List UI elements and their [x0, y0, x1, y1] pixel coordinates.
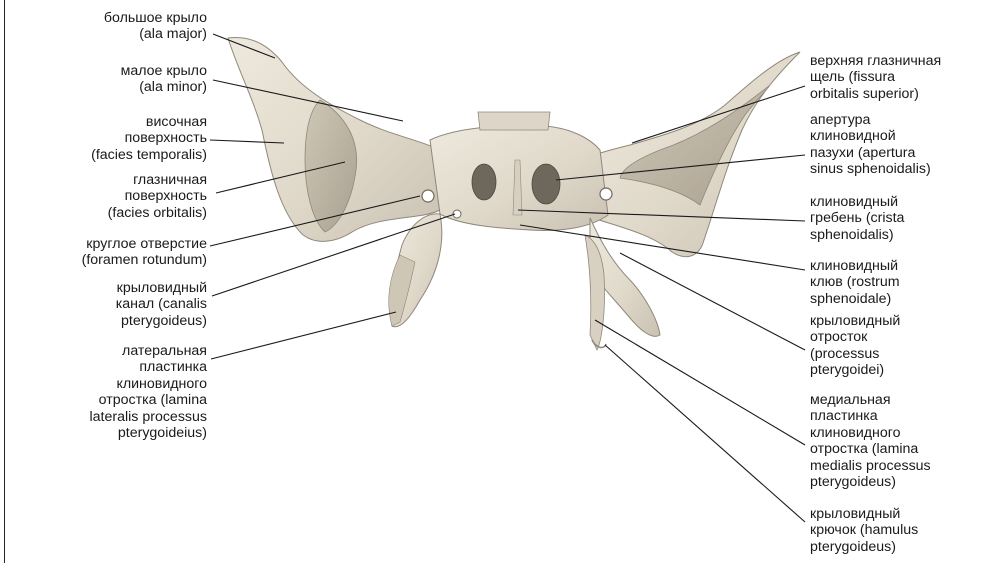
label-hamulus-pterygoideus: крыловидный крючок (hamulus pterygoideus…	[810, 506, 918, 555]
leader-lamina-medialis	[595, 320, 805, 445]
label-processus-pterygoidei: крыловидный отросток (processus pterygoi…	[810, 313, 900, 379]
label-facies-temporalis: височная поверхность (facies temporalis)	[91, 114, 207, 163]
label-lamina-lateralis: латеральная пластинка клиновидного отрос…	[90, 343, 208, 441]
label-crista-sphenoidalis: клиновидный гребень (crista sphenoidalis…	[810, 194, 904, 243]
label-foramen-rotundum: круглое отверстие (foramen rotundum)	[82, 236, 207, 269]
dorsum-sellae	[478, 112, 550, 130]
right-sinus-aperture	[532, 164, 560, 204]
right-foramen-rotundum	[600, 188, 612, 200]
label-canalis-pterygoideus: крыловидный канал (canalis pterygoideus)	[116, 280, 207, 329]
label-facies-orbitalis: глазничная поверхность (facies orbitalis…	[108, 172, 207, 221]
left-foramen-rotundum	[422, 190, 434, 202]
leader-processus-pterygoidei	[620, 253, 805, 350]
label-fissura-orbitalis: верхняя глазничная щель (fissura orbital…	[810, 53, 941, 102]
label-ala-major: большое крыло (ala major)	[104, 10, 207, 43]
leader-lamina-lateralis	[211, 312, 396, 359]
label-lamina-medialis: медиальная пластинка клиновидного отрост…	[810, 392, 931, 490]
label-rostrum-sphenoidale: клиновидный клюв (rostrum sphenoidale)	[810, 258, 900, 307]
left-sinus-aperture	[472, 164, 496, 200]
label-apertura-sinus: апертура клиновидной пазухи (apertura si…	[810, 112, 931, 178]
leader-hamulus-pterygoideus	[605, 345, 805, 522]
label-ala-minor: малое крыло (ala minor)	[121, 63, 207, 96]
